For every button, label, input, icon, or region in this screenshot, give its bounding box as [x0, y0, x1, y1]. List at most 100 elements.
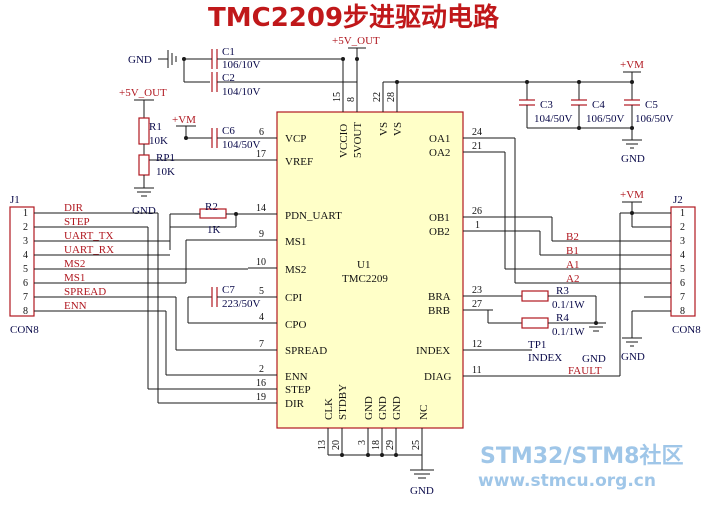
c2-ref: C2 — [222, 72, 235, 84]
tp1-value: INDEX — [528, 352, 562, 364]
j2-signal-a2: A2 — [566, 273, 579, 285]
rp1-value: 10K — [156, 166, 175, 178]
pin-num-ms1: 9 — [259, 229, 264, 240]
pin-num-ms2: 10 — [256, 257, 266, 268]
c5-value: 106/50V — [635, 113, 674, 125]
pin-name-pdn: PDN_UART — [285, 210, 342, 222]
tp1-ref: TP1 — [528, 339, 546, 351]
pin-num-gnd29: 29 — [385, 440, 396, 450]
j1-pin-6: 6 — [23, 278, 28, 289]
pin-name-stdby: STDBY — [337, 384, 349, 420]
j2-pin-4: 4 — [680, 250, 685, 261]
r1-value: 10K — [149, 135, 168, 147]
j1-type: CON8 — [10, 324, 39, 336]
pin-name-vccio: VCCIO — [338, 124, 350, 158]
pin-num-pdn: 14 — [256, 203, 266, 214]
gnd-c1-label: GND — [128, 54, 152, 66]
r1-ref: R1 — [149, 121, 162, 133]
c5-ref: C5 — [645, 99, 658, 111]
pin-name-dir: DIR — [285, 398, 305, 410]
pin-num-oa1: 24 — [472, 127, 482, 138]
c3-ref: C3 — [540, 99, 553, 111]
gnd-bottom-label: GND — [410, 485, 434, 497]
j1-pin-7: 7 — [23, 292, 28, 303]
pin-name-gnd18: GND — [377, 396, 389, 420]
pin-num-brb: 27 — [472, 299, 482, 310]
pin-num-step: 16 — [256, 378, 266, 389]
chip-right-pins: 24 OA1 21 OA2 26 OB1 1 OB2 23 BRA 27 BRB… — [416, 127, 493, 383]
j1-signal-ms2: MS2 — [64, 258, 85, 270]
pin-name-vref: VREF — [285, 156, 313, 168]
connector-j2: J2 CON8 1 2 3 4 5 6 7 8 B2 B1 A1 A2 +VM — [493, 137, 701, 363]
gnd-j2-label: GND — [621, 351, 645, 363]
r4-ref: R4 — [556, 312, 569, 324]
p5v-left-label: +5V_OUT — [119, 87, 167, 99]
pin-name-vs22: VS — [378, 122, 390, 136]
chip-ref: U1 — [357, 259, 370, 271]
pin-name-bra: BRA — [428, 291, 451, 303]
watermark-line1: STM32/STM8社区 — [480, 443, 683, 469]
pin-num-ob1: 26 — [472, 206, 482, 217]
pin-num-gnd3: 3 — [357, 440, 368, 445]
j2-pin-3: 3 — [680, 236, 685, 247]
c4-value: 106/50V — [586, 113, 625, 125]
fault-label: FAULT — [568, 365, 602, 377]
j2-type: CON8 — [672, 324, 701, 336]
pin-name-oa1: OA1 — [429, 133, 450, 145]
c6-group: +VM C6 104/50V — [172, 114, 261, 151]
r2-ref: R2 — [205, 201, 218, 213]
j1-pin-3: 3 — [23, 236, 28, 247]
pin-num-vccio: 15 — [332, 92, 343, 102]
r2-value: 1K — [207, 224, 221, 236]
index-fault-group: TP1 INDEX FAULT — [493, 213, 621, 377]
c7-ref: C7 — [222, 284, 235, 296]
r2-group: R2 1K — [169, 201, 248, 250]
pin-name-ob2: OB2 — [429, 226, 450, 238]
j2-pin-2: 2 — [680, 222, 685, 233]
pin-num-diag: 11 — [472, 365, 482, 376]
chip-u1: U1 TMC2209 — [276, 111, 464, 429]
j2-pin-8: 8 — [680, 306, 685, 317]
pin-num-index: 12 — [472, 339, 482, 350]
pin-name-cpo: CPO — [285, 319, 306, 331]
j1-pin-5: 5 — [23, 264, 28, 275]
pin-name-diag: DIAG — [424, 371, 452, 383]
pin-num-oa2: 21 — [472, 141, 482, 152]
bottom-gnd-net: GND — [328, 453, 434, 497]
j2-pin-1: 1 — [680, 208, 685, 219]
pin-num-stdby: 20 — [331, 440, 342, 450]
pin-name-cpi: CPI — [285, 292, 302, 304]
j1-signal-step: STEP — [64, 216, 90, 228]
c7-value: 223/50V — [222, 298, 261, 310]
j1-signal-ms1: MS1 — [64, 272, 85, 284]
vm-j2-label: +VM — [620, 189, 644, 201]
pin-name-5vout: 5VOUT — [352, 122, 364, 158]
p5v-top-label: +5V_OUT — [332, 35, 380, 47]
pin-name-spread: SPREAD — [285, 345, 327, 357]
sense-resistors: GND R3 0.1/1W R4 0.1/1W — [487, 285, 606, 365]
pin-num-nc: 25 — [411, 440, 422, 450]
j1-pin-2: 2 — [23, 222, 28, 233]
c3-value: 104/50V — [534, 113, 573, 125]
j2-pin-6: 6 — [680, 278, 685, 289]
c1-c2-group: GND +5V_OUT C1 106/10V C2 104/10V — [128, 35, 380, 98]
j1-pin-1: 1 — [23, 208, 28, 219]
pin-name-clk: CLK — [323, 398, 335, 420]
c2-value: 104/10V — [222, 86, 261, 98]
j1-signal-enn: ENN — [64, 300, 87, 312]
r4-value: 0.1/1W — [552, 326, 585, 338]
j1-signal-uart-rx: UART_RX — [64, 244, 114, 256]
chip-part: TMC2209 — [342, 273, 388, 285]
j1-signal-uart-tx: UART_TX — [64, 230, 114, 242]
pin-num-enn: 2 — [259, 364, 264, 375]
pin-num-vcp: 6 — [259, 127, 264, 138]
chip-left-pins: 6 VCP 17 VREF 14 PDN_UART 9 MS1 10 MS2 5… — [248, 127, 342, 410]
pin-name-index: INDEX — [416, 345, 450, 357]
pin-name-vs28: VS — [392, 122, 404, 136]
c7-group: C7 223/50V — [187, 284, 261, 324]
pin-num-spread: 7 — [259, 339, 264, 350]
pin-num-vs28: 28 — [386, 92, 397, 102]
pin-name-vcp: VCP — [285, 133, 306, 145]
pin-num-bra: 23 — [472, 285, 482, 296]
